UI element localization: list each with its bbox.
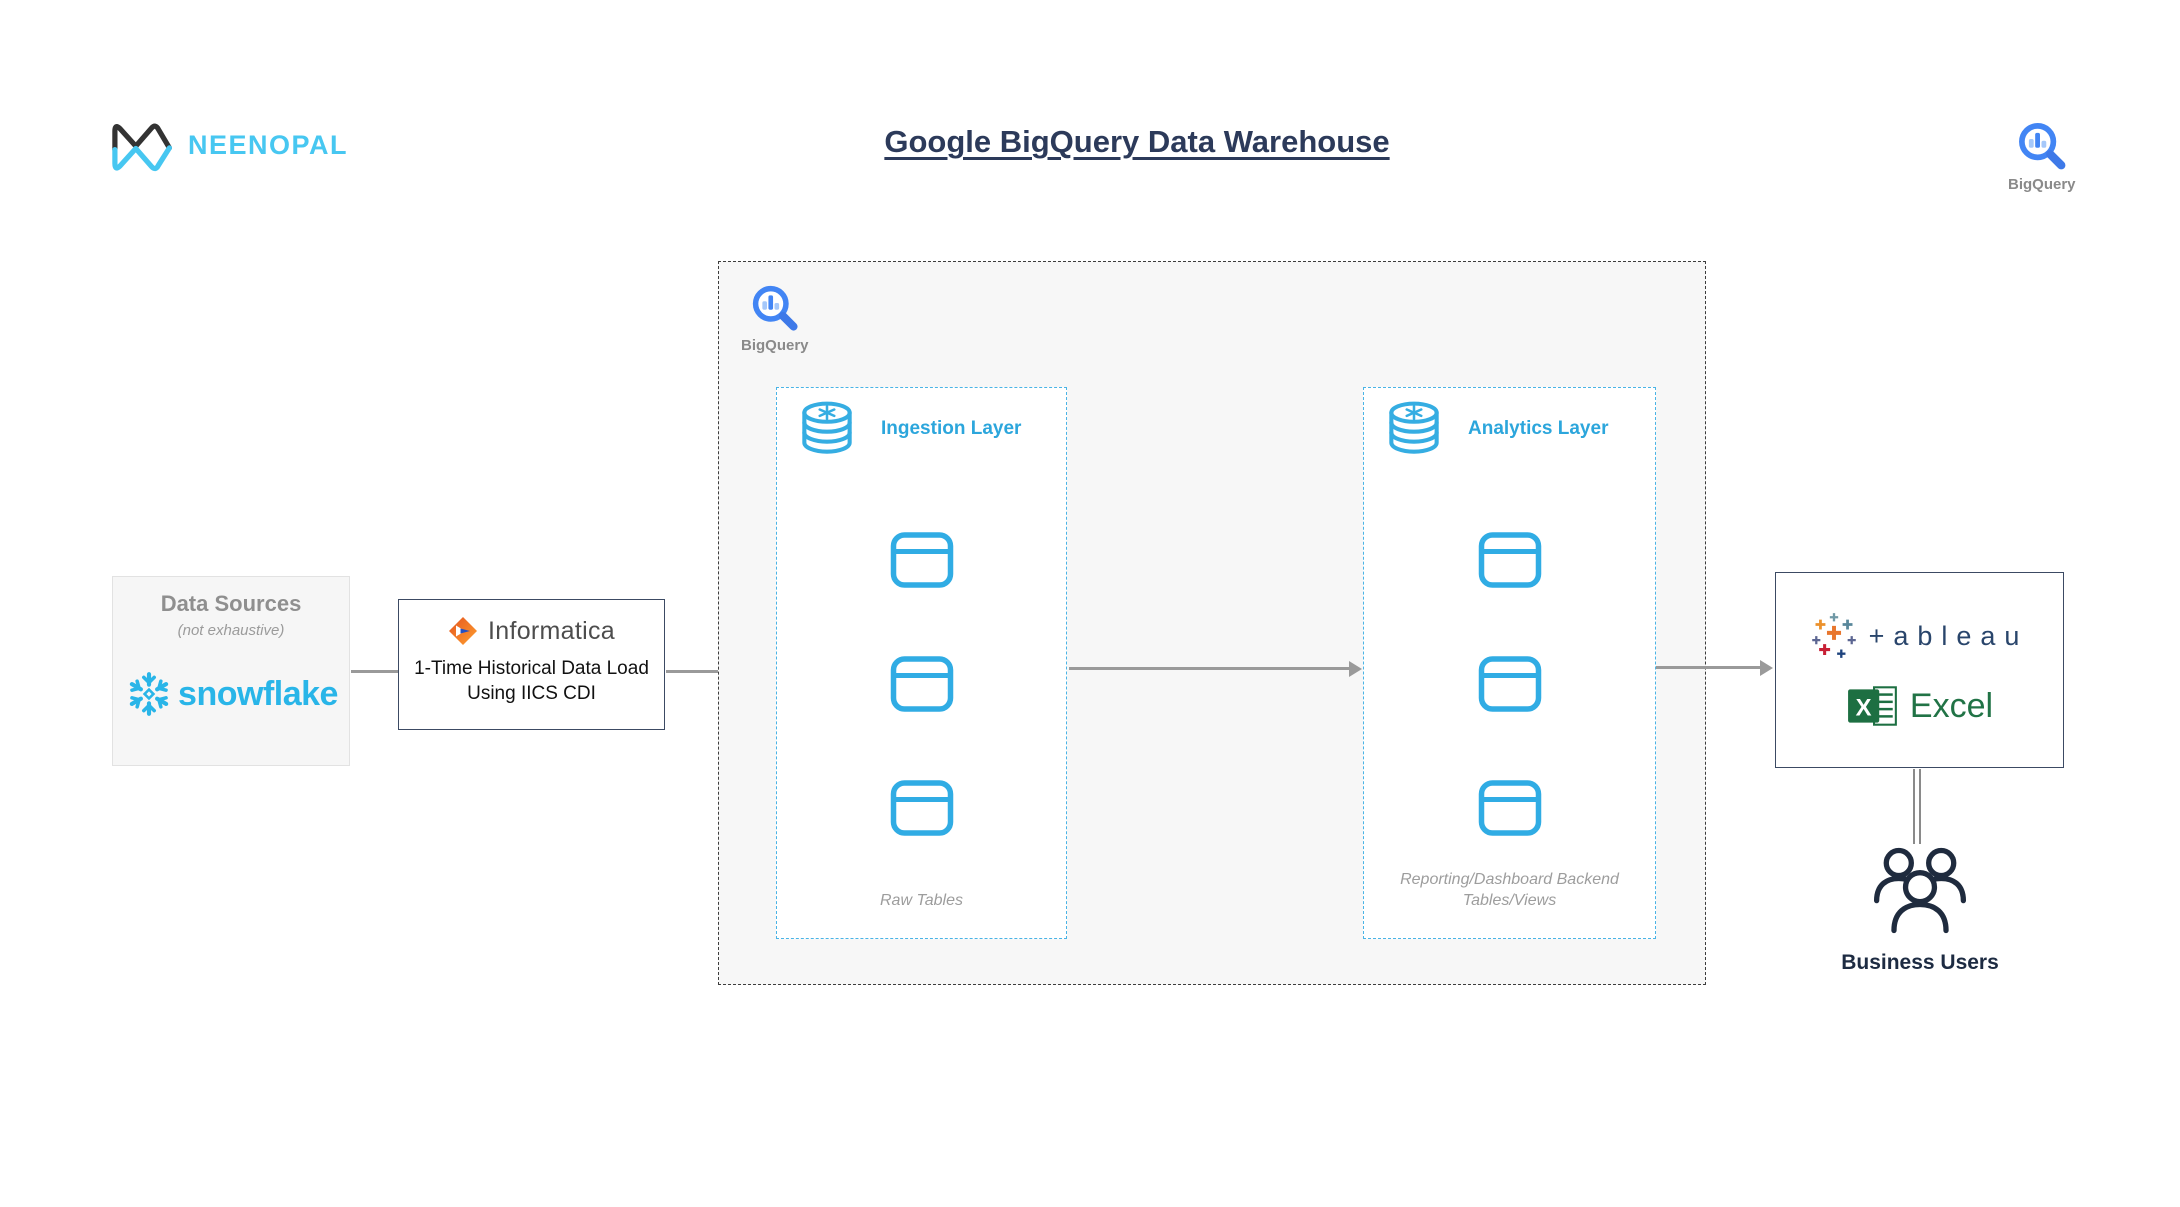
analytics-layer-caption: Reporting/Dashboard Backend Tables/Views [1400,870,1619,910]
analytics-layer-title: Analytics Layer [1468,418,1609,439]
informatica-wordmark: Informatica [488,616,615,645]
business-users-label: Business Users [1841,951,1999,974]
business-users-group: Business Users [1820,840,2020,975]
brand-name: NEENOPAL [188,129,349,160]
bigquery-icon [2014,118,2070,174]
table-icon [1477,778,1543,838]
excel-icon: X [1847,686,1897,726]
ingestion-layer-box: Ingestion Layer Raw Tables [776,387,1067,939]
etl-description-line1: 1-Time Historical Data Load [414,658,649,679]
table-icon [889,778,955,838]
etl-description-line2: Using IICS CDI [467,683,596,705]
snowflake-wordmark: snowflake [178,674,338,713]
business-users-icon [1873,847,1967,934]
ingestion-layer-header: Ingestion Layer [777,388,1066,458]
ingestion-layer-title: Ingestion Layer [881,418,1022,439]
data-sources-title: Data Sources [160,591,302,616]
excel-wordmark: Excel [1909,686,1994,725]
page-title: Google BigQuery Data Warehouse [884,124,1390,159]
svg-text:X: X [1856,694,1872,721]
table-icon [1477,530,1543,590]
informatica-icon [449,617,478,645]
connector-tools-to-users [1913,769,1921,844]
etl-description: 1-Time Historical Data Load Using IICS C… [399,656,664,706]
bigquery-badge-label: BigQuery [2008,176,2076,193]
tableau-logo: +ableau [1811,611,2029,661]
bigquery-badge-warehouse: BigQuery [741,281,809,354]
neenopal-logo: NEENOPAL [108,116,348,174]
tableau-wordmark: +ableau [1868,620,2029,651]
database-icon [795,400,859,458]
bigquery-icon [748,281,802,335]
tableau-icon [1811,613,1856,658]
analytics-layer-box: Analytics Layer Reporting/Dashboard Back… [1363,387,1656,939]
informatica-logo: Informatica [399,616,664,646]
consumption-tools-box: +ableau X Excel [1775,572,2064,768]
ingestion-tables [777,530,1066,838]
neenopal-mark-icon [112,123,173,172]
informatica-box: Informatica 1-Time Historical Data Load … [398,599,665,730]
snowflake-logo: snowflake [113,669,349,719]
arrow-warehouse-to-tools [1656,659,1773,676]
database-icon [1382,400,1446,458]
data-sources-subtitle: (not exhaustive) [177,622,285,639]
data-sources-box: Data Sources (not exhaustive) snowflake [112,576,350,766]
table-icon [889,654,955,714]
table-icon [1477,654,1543,714]
ingestion-layer-caption: Raw Tables [879,892,963,910]
excel-logo: X Excel [1846,683,1993,729]
connector-sources-to-etl [351,670,398,673]
snowflake-icon [124,669,174,719]
arrow-ingestion-to-analytics [1069,660,1362,677]
analytics-layer-header: Analytics Layer [1364,388,1655,458]
bigquery-badge-label: BigQuery [741,337,809,354]
analytics-tables [1364,530,1655,838]
table-icon [889,530,955,590]
bigquery-badge-top-right: BigQuery [2008,118,2076,193]
bigquery-warehouse-box: BigQuery Ingestion Layer Raw Tables Ana [718,261,1706,985]
